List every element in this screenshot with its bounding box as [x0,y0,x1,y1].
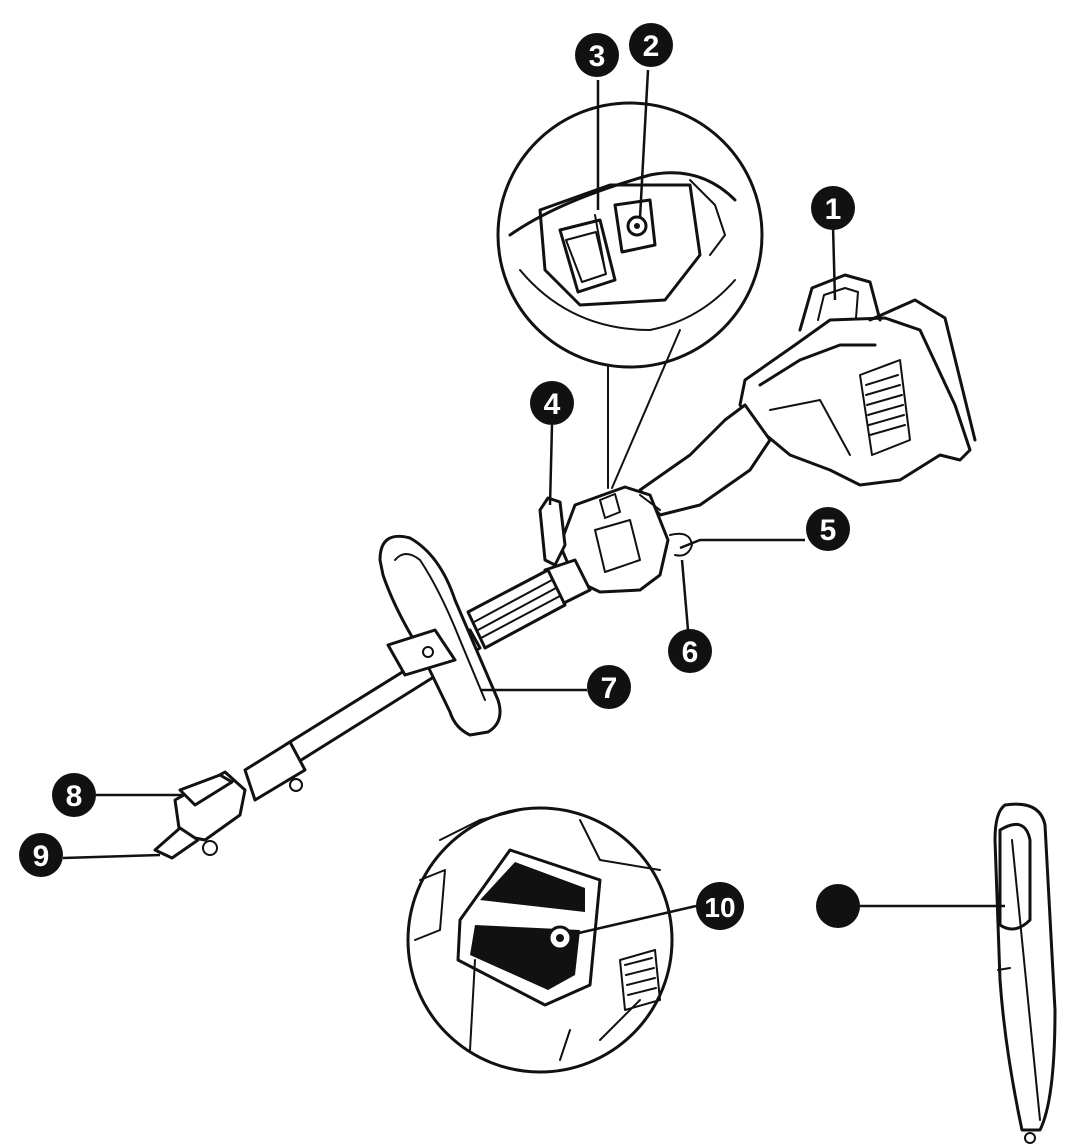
lock-off-lever [538,496,567,567]
callout-2: 2 [629,23,673,67]
leader-lines [62,69,1005,937]
shoulder-strap [993,802,1057,1144]
callout-7-label: 7 [601,672,618,705]
callout-5: 5 [806,507,850,551]
callout-1-label: 1 [825,193,842,226]
callout-8: 8 [52,773,96,817]
motor-housing [738,273,977,487]
callout-6: 6 [668,629,712,673]
callout-8-label: 8 [66,780,83,813]
callout-1: 1 [811,186,855,230]
callout-3: 3 [575,33,619,77]
callout-9: 9 [19,833,63,877]
callout-2-label: 2 [643,30,660,63]
callout-4-label: 4 [544,388,561,421]
ribbed-shaft [466,568,567,650]
callout-6-label: 6 [682,636,699,669]
callout-10-label: 10 [704,892,735,923]
callout-4: 4 [530,381,574,425]
callout-9-label: 9 [33,840,50,873]
shaft-coupler [153,740,307,860]
callout-5-label: 5 [820,514,837,547]
power-head-tool [153,273,977,860]
neck [638,403,772,517]
callout-7: 7 [587,665,631,709]
callout-10: 10 [696,882,744,930]
rating-label-detail [406,806,674,1074]
callout-3-label: 3 [589,40,606,73]
callout-11 [816,884,860,928]
front-handle [378,534,502,737]
trigger [669,532,693,557]
